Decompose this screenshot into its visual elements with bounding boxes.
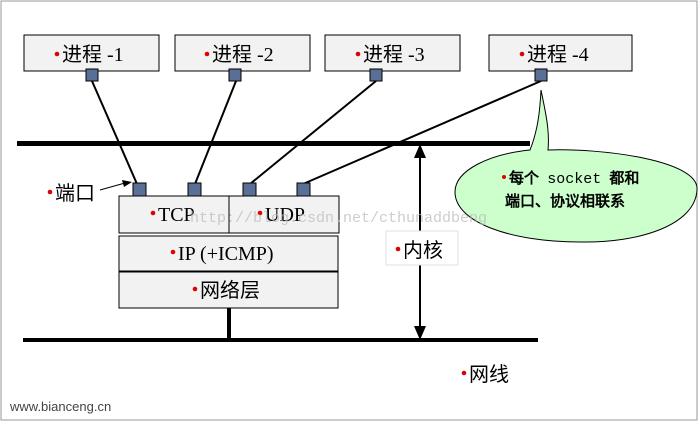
port-icon [187, 182, 202, 197]
process-label: 进程 -4 [527, 43, 589, 66]
port-icon [534, 68, 548, 82]
process-label: 进程 -1 [62, 43, 124, 66]
bullet-icon [395, 246, 401, 252]
port-icon [132, 182, 147, 197]
callout-mono: socket [547, 171, 601, 188]
tcp-box: TCP [118, 195, 230, 234]
socket-link-1 [91, 80, 138, 185]
bullet-icon [502, 175, 506, 179]
bullet-icon [204, 51, 210, 57]
port-pointer [99, 182, 126, 191]
network-connector [227, 308, 231, 341]
process-box-1: 进程 -1 [23, 34, 160, 72]
port-icon [242, 182, 257, 197]
arrow-up-icon [414, 144, 426, 158]
watermark-center: http://blog.csdn.net/cthunaddbeng [190, 210, 487, 227]
process-ports [85, 68, 548, 82]
kernel-top-line [17, 141, 530, 146]
process-box-2: 进程 -2 [174, 34, 311, 72]
transport-ports [132, 182, 311, 197]
port-icon [369, 68, 383, 82]
socket-link-4 [302, 80, 542, 185]
process-label: 进程 -2 [212, 43, 274, 66]
network-layer-box: 网络层 [118, 271, 339, 309]
bullet-icon [192, 286, 198, 292]
port-pointer-arrowhead [122, 180, 132, 187]
bullet-icon [47, 189, 53, 195]
port-icon [228, 68, 242, 82]
port-icon [85, 68, 99, 82]
svg-text:每个 socket 都和: 每个 socket 都和 [509, 169, 639, 188]
bullet-icon [519, 51, 525, 57]
bullet-icon [54, 51, 60, 57]
udp-label: UDP [265, 204, 305, 226]
ip-label: IP (+ICMP) [178, 243, 274, 265]
network-wire-label: 网线 [469, 363, 509, 386]
bullet-icon [257, 210, 263, 216]
tcp-label: TCP [158, 204, 195, 226]
callout-suffix: 都和 [608, 170, 639, 187]
arrow-down-icon [414, 326, 426, 340]
network-wire-line [23, 338, 538, 342]
callout-line2: 端口、协议相联系 [505, 192, 625, 210]
kernel-label: 内核 [403, 239, 443, 262]
watermark-corner-bg [6, 396, 134, 416]
bullet-icon [150, 210, 156, 216]
port-icon [296, 182, 311, 197]
process-box-3: 进程 -3 [324, 34, 461, 72]
process-label: 进程 -3 [363, 43, 425, 66]
socket-link-3 [249, 80, 377, 185]
bullet-icon [355, 51, 361, 57]
network-layer-label: 网络层 [200, 279, 260, 302]
process-box-4: 进程 -4 [488, 34, 633, 72]
watermark-corner: www.bianceng.cn [9, 399, 111, 414]
port-label: 端口 [55, 182, 95, 205]
bullet-icon [461, 370, 467, 376]
socket-links [91, 80, 542, 185]
udp-box: UDP [228, 195, 340, 234]
socket-link-2 [194, 80, 237, 185]
callout-bubble: 每个 socket 都和 端口、协议相联系 [454, 89, 698, 243]
callout-prefix: 每个 [509, 169, 540, 187]
bullet-icon [170, 249, 176, 255]
ip-box: IP (+ICMP) [118, 235, 339, 272]
